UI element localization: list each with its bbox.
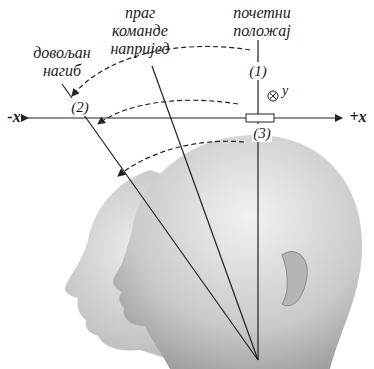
threshold-line (152, 66, 258, 360)
callout-number: (2) (70, 98, 90, 116)
sensor (246, 114, 274, 122)
callout-number: (1) (248, 62, 268, 80)
ear (282, 252, 307, 306)
tilt-label: довољан нагиб (33, 44, 91, 80)
initial-position-label: почетни положај (232, 4, 292, 40)
axis-label: +x (349, 108, 366, 126)
x-axis (28, 117, 342, 118)
lower-arc (118, 141, 244, 176)
y-axis-symbol (268, 91, 278, 101)
callout-number: (3) (252, 124, 272, 142)
threshold-label: праг команде напријед (110, 4, 169, 58)
y-axis-symbol-cross (270, 93, 277, 100)
axis-label: -x (7, 108, 20, 126)
initial-position-line (257, 32, 258, 360)
sufficient-tilt-line (62, 84, 258, 360)
upright-head (113, 135, 362, 369)
return-arc (98, 100, 238, 124)
axis-label: y (282, 82, 288, 100)
